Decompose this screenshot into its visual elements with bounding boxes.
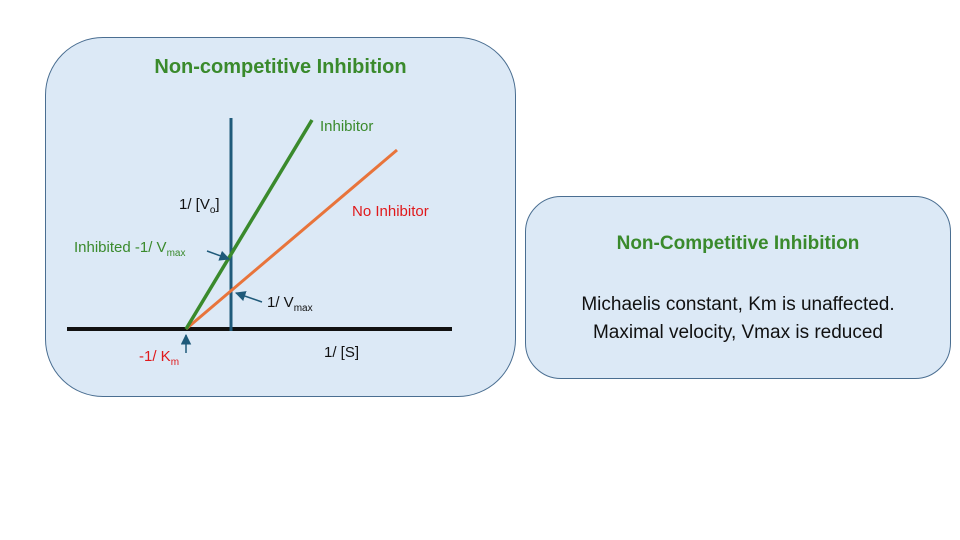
inhibited-intercept-label: Inhibited -1/ Vmax — [74, 239, 185, 259]
vmax-intercept-label: 1/ Vmax — [267, 294, 313, 314]
no-inhibitor-label: No Inhibitor — [352, 203, 429, 220]
graph-title: Non-competitive Inhibition — [154, 56, 407, 78]
x-axis-label: 1/ [S] — [324, 344, 359, 361]
no-inhibitor-line — [185, 148, 398, 331]
info-line-vmax: Maximal velocity, Vmax is reduced — [592, 322, 884, 343]
inhibitor-label: Inhibitor — [320, 118, 373, 135]
inhibitor-line — [184, 119, 314, 330]
info-title: Non-Competitive Inhibition — [616, 233, 860, 254]
y-axis-label: 1/ [Vo] — [179, 196, 220, 216]
graph-panel: Non-competitive Inhibition — [45, 37, 516, 397]
inhibited-intercept-arrow — [206, 250, 230, 261]
info-line-km: Michaelis constant, Km is unaffected. — [581, 294, 895, 315]
vmax-intercept-arrow — [235, 291, 263, 303]
info-panel: Non-Competitive Inhibition Michaelis con… — [525, 196, 951, 379]
km-intercept-label: -1/ Km — [139, 348, 179, 368]
